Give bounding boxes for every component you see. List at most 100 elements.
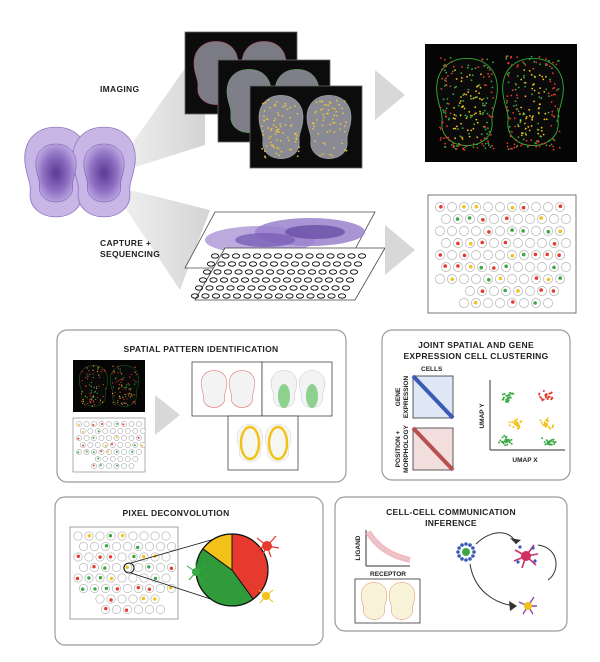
spot-dot: [510, 205, 515, 210]
result-dot: [511, 89, 514, 92]
p1-dot: [91, 405, 93, 407]
result-dot: [465, 117, 468, 119]
result-dot: [537, 132, 540, 135]
spot: [95, 531, 105, 541]
p1-dot: [96, 392, 98, 394]
result-dot: [538, 74, 541, 77]
result-dot: [461, 138, 464, 140]
capture-spot: [221, 253, 230, 259]
imaging-dot: [314, 112, 317, 114]
result-dot: [439, 106, 442, 109]
spot-dot: [92, 424, 95, 426]
spot: [525, 238, 535, 248]
result-dot: [464, 146, 466, 149]
p1-dot: [133, 400, 135, 402]
result-dot: [545, 75, 547, 78]
capture-spot: [293, 277, 302, 283]
umap-dot: [503, 434, 506, 437]
capture-spot: [297, 269, 306, 275]
imaging-dot: [274, 117, 277, 120]
result-dot: [548, 95, 550, 97]
imaging-dot: [276, 138, 278, 141]
spot: [128, 421, 135, 427]
spot-dot: [108, 534, 113, 538]
result-dot: [509, 57, 512, 59]
umap-dot: [553, 443, 556, 445]
result-dot: [525, 116, 528, 118]
capture-spot: [345, 277, 355, 283]
imaging-dot: [331, 122, 334, 124]
result-dot: [475, 90, 477, 93]
imaging-dot: [289, 106, 292, 109]
result-dot: [488, 68, 491, 71]
result-dot: [479, 86, 482, 89]
imaging-dot: [290, 148, 292, 151]
result-dot: [551, 110, 554, 113]
result-dot: [513, 146, 516, 149]
spot: [121, 463, 127, 469]
result-dot: [483, 137, 486, 140]
p1-dot: [118, 379, 120, 381]
capture-spot: [238, 261, 247, 267]
result-dot: [543, 142, 546, 145]
result-dot: [482, 102, 484, 105]
p1-dot: [125, 395, 127, 397]
result-dot: [455, 115, 458, 117]
p1-dot: [86, 396, 88, 399]
result-dot: [538, 92, 540, 94]
result-dot: [457, 104, 460, 107]
result-dot: [514, 88, 517, 91]
joint-title-1: JOINT SPATIAL AND GENE: [418, 340, 534, 350]
result-dot: [444, 63, 447, 66]
p1-dot: [123, 402, 125, 404]
imaging-dot: [335, 110, 338, 113]
imaging-dot: [345, 121, 347, 124]
imaging-dot: [262, 102, 264, 105]
result-dot: [450, 72, 453, 75]
p1-dot: [81, 400, 83, 402]
spot-dot: [97, 457, 100, 460]
result-dot: [469, 95, 472, 97]
result-dot: [446, 98, 449, 100]
result-dot: [476, 147, 479, 149]
result-dot: [550, 101, 553, 103]
result-dot: [513, 117, 516, 120]
capture-spot: [263, 253, 272, 259]
imaging-dot: [267, 127, 269, 129]
imaging-dot: [281, 115, 284, 118]
result-dot: [557, 59, 560, 62]
umap-dot: [546, 398, 549, 401]
result-dot: [480, 139, 482, 142]
p1-dot: [85, 376, 87, 379]
result-dot: [460, 72, 463, 74]
result-dot: [471, 114, 473, 117]
imaging-dot: [275, 130, 278, 133]
result-dot: [443, 137, 445, 140]
result-dot: [487, 140, 489, 143]
result-dot: [441, 77, 444, 80]
capture-spot: [324, 277, 334, 283]
result-dot: [520, 78, 523, 81]
result-dot: [510, 135, 512, 137]
p1-dot: [89, 400, 91, 402]
result-dot: [491, 115, 494, 118]
result-dot: [517, 110, 520, 113]
umap-dot: [545, 393, 548, 395]
capture-label-2: SEQUENCING: [100, 249, 160, 259]
result-dot: [540, 97, 543, 100]
umap-dot: [549, 427, 552, 430]
result-dot: [450, 61, 453, 63]
spot: [471, 226, 481, 236]
spot: [495, 202, 505, 212]
p1-dot: [125, 402, 127, 404]
capture-spot: [347, 253, 356, 259]
spot-dot: [469, 264, 473, 269]
result-dot: [487, 142, 490, 145]
imaging-dot: [294, 105, 296, 108]
result-dot: [445, 65, 448, 68]
spot: [167, 541, 177, 551]
joint-title-2: EXPRESSION CELL CLUSTERING: [403, 351, 548, 361]
result-dot: [505, 101, 508, 104]
spot-dot: [467, 216, 472, 220]
result-dot: [531, 93, 533, 96]
